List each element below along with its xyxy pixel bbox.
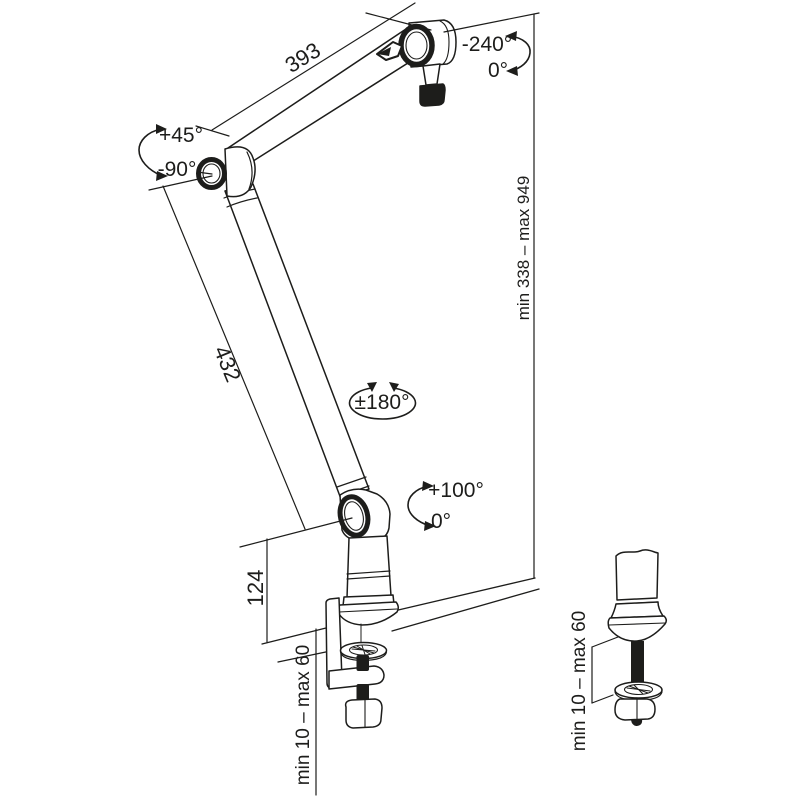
- mic-thread: [419, 83, 446, 107]
- elbow-rotation-arrow: [138, 128, 163, 177]
- dimension-lines: [148, 2, 619, 796]
- angle-mic-rotation-max-label: -240°: [462, 33, 512, 56]
- dim-desk-thickness-label: min 10 – max 60: [293, 645, 314, 785]
- desk-edge-lines: [261, 577, 540, 663]
- arrowheads: [156, 31, 518, 531]
- detail-column: [615, 549, 659, 601]
- angle-elbow-up-label: +45°: [159, 124, 203, 147]
- lower-arm-tube: [224, 183, 370, 500]
- angle-elbow-down-label: -90°: [158, 158, 197, 181]
- angle-arm-swivel-label: ±180°: [355, 391, 410, 414]
- rotation-arrows: [138, 35, 531, 527]
- dim-upper-arm-length-label: 393: [281, 37, 325, 78]
- dim-lower-arm-length-label: 432: [209, 342, 246, 385]
- angle-lower-tilt-min-label: 0°: [431, 510, 451, 533]
- swivel-arrow: [348, 387, 417, 420]
- base-flange: [337, 601, 400, 626]
- clamp-screw: [356, 655, 369, 671]
- mic-connector-neck: [422, 63, 441, 86]
- dim-base-height-label: 124: [243, 570, 268, 607]
- elbow-collar: [224, 146, 256, 198]
- boom-arm-structure: [196, 19, 457, 729]
- mic-rotation-arrow: [509, 35, 531, 72]
- clamp-knob: [344, 698, 383, 729]
- detail-nut: [614, 698, 656, 721]
- base-column: [346, 535, 392, 599]
- angle-lower-tilt-max-label: +100°: [428, 479, 484, 502]
- dim-desk-thickness-detail-label: min 10 – max 60: [569, 611, 590, 751]
- detail-screw: [631, 641, 644, 686]
- detail-flange: [607, 615, 668, 642]
- angle-mic-rotation-min-label: 0°: [488, 59, 508, 82]
- grommet-mount-detail: [607, 549, 668, 726]
- clamp-lower-jaw: [328, 665, 385, 690]
- lower-joint-ring: [337, 494, 371, 538]
- lower-tilt-arrow: [407, 485, 431, 527]
- dim-height-range-label: min 338 – max 949: [514, 176, 533, 321]
